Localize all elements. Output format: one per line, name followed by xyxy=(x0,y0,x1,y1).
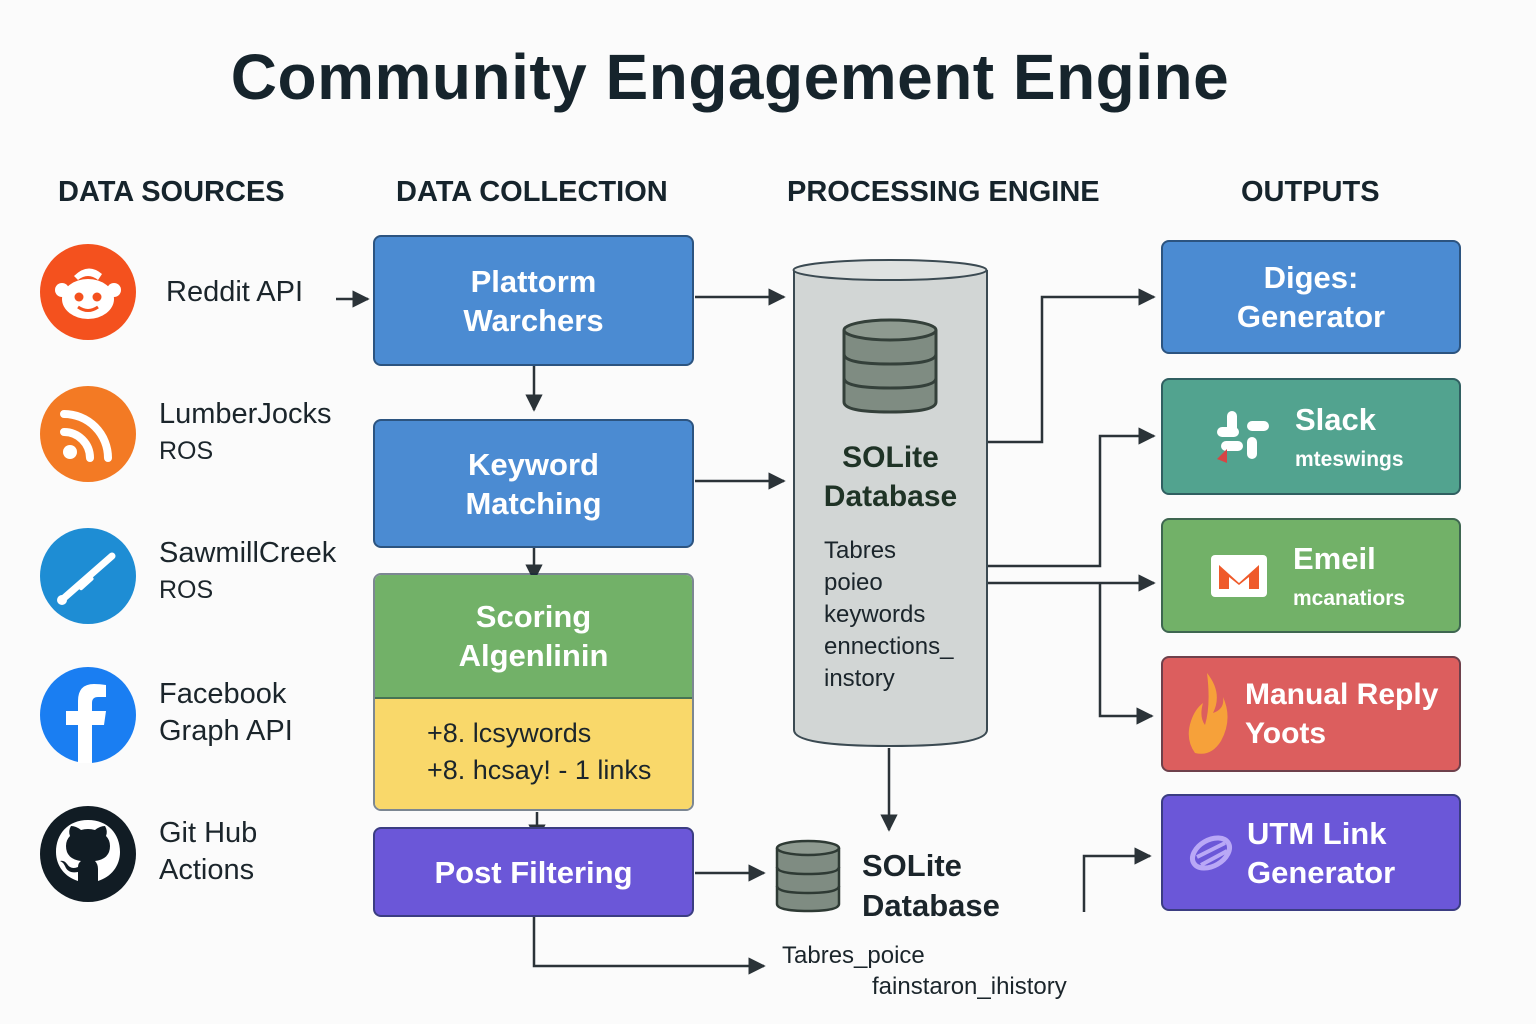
arrow-database-to-manual-reply xyxy=(1098,583,1154,725)
email-subtitle: mcanatiors xyxy=(1293,587,1406,610)
post-filtering-box: Post Filtering xyxy=(373,827,694,917)
database-2-label: SOLite Database xyxy=(862,846,1000,926)
scoring-line1: Scoring xyxy=(475,599,592,634)
database-table-3: keywords xyxy=(824,601,926,628)
keyword-matching-box: Keyword Matching xyxy=(373,419,694,548)
slack-subtitle: mteswings xyxy=(1295,448,1404,471)
database-small-icon xyxy=(774,838,842,914)
database-label-line1: SOLite xyxy=(842,441,939,474)
scoring-header: Scoring Algenlinin xyxy=(375,575,692,699)
saw-icon xyxy=(40,528,136,624)
scoring-rule-1: +8. lcsywords xyxy=(427,718,592,748)
post-filtering-label: Post Filtering xyxy=(434,854,633,890)
database-tables-list: Tabres poieo keywords ennections_ instor… xyxy=(824,535,953,695)
scoring-algorithm-box: Scoring Algenlinin +8. lcsywords +8. hcs… xyxy=(373,573,694,811)
database-label-line2: Database xyxy=(823,480,958,513)
source-facebook-line1: Facebook xyxy=(159,678,287,710)
source-github-line1: Git Hub xyxy=(159,817,258,849)
platform-watchers-box: Plattorm Warchers xyxy=(373,235,694,366)
email-title: Emeil xyxy=(1293,541,1376,576)
database-table-5: instory xyxy=(824,665,895,692)
database-2-tables-line2: fainstaron_ihistory xyxy=(872,973,1067,1000)
diagram-title: Community Engagement Engine xyxy=(230,41,1230,113)
utm-link-generator-box: UTM Link Generator xyxy=(1161,794,1461,911)
column-header-processing-engine: PROCESSING ENGINE xyxy=(787,176,1100,208)
source-sawmillcreek-line1: SawmillCreek xyxy=(159,537,337,569)
digest-generator-box: Diges: Generator xyxy=(1161,240,1461,354)
manual-reply-line1: Manual Reply xyxy=(1245,678,1439,711)
scoring-rule-2: +8. hcsay! - 1 links xyxy=(427,755,652,785)
slack-title: Slack xyxy=(1295,402,1377,437)
platform-watchers-line1: Plattorm xyxy=(470,263,597,299)
scoring-rules: +8. lcsywords +8. hcsay! - 1 links xyxy=(375,699,692,809)
arrow-database-to-digest xyxy=(988,288,1156,444)
source-label-facebook: Facebook Graph API xyxy=(159,676,293,750)
source-sawmillcreek-line2: ROS xyxy=(159,576,214,604)
keyword-matching-line1: Keyword xyxy=(468,446,599,482)
flame-icon xyxy=(1183,669,1229,759)
scoring-line2: Algenlinin xyxy=(458,638,609,673)
database-table-4: ennections_ xyxy=(824,633,954,660)
slack-output-box: Slack mteswings xyxy=(1161,378,1461,495)
utm-line1: UTM Link xyxy=(1247,815,1387,851)
source-facebook-line2: Graph API xyxy=(159,715,293,747)
source-label-sawmillcreek: SawmillCreek ROS xyxy=(159,535,336,609)
link-icon xyxy=(1187,829,1235,877)
database-table-2: poieo xyxy=(824,569,883,596)
slack-icon xyxy=(1213,407,1273,467)
github-icon xyxy=(40,806,136,902)
database-2-tables-line1: Tabres_poice xyxy=(782,942,925,969)
digest-line1: Diges: xyxy=(1263,260,1359,295)
email-icon xyxy=(1209,553,1269,599)
manual-reply-box: Manual Reply Yoots xyxy=(1161,656,1461,772)
arrow-to-utm-generator xyxy=(1082,847,1152,912)
column-header-outputs: OUTPUTS xyxy=(1241,176,1380,208)
reddit-icon xyxy=(40,244,136,340)
manual-reply-line2: Yoots xyxy=(1245,717,1327,750)
platform-watchers-line2: Warchers xyxy=(463,302,604,338)
source-github-line2: Actions xyxy=(159,854,255,886)
keyword-matching-line2: Matching xyxy=(465,485,602,521)
source-reddit-line1: Reddit API xyxy=(166,276,304,308)
database-2-line2: Database xyxy=(862,888,1000,923)
utm-line2: Generator xyxy=(1247,854,1396,890)
arrow-database-to-slack xyxy=(988,427,1156,568)
source-lumberjocks-line1: LumberJocks xyxy=(159,398,332,430)
rss-icon xyxy=(40,386,136,482)
facebook-icon xyxy=(40,667,136,763)
email-output-box: Emeil mcanatiors xyxy=(1161,518,1461,633)
source-label-reddit: Reddit API xyxy=(166,274,303,311)
database-table-1: Tabres xyxy=(824,537,897,564)
source-label-lumberjocks: LumberJocks ROS xyxy=(159,396,331,470)
source-lumberjocks-line2: ROS xyxy=(159,437,214,465)
column-header-data-sources: DATA SOURCES xyxy=(58,176,285,208)
digest-line2: Generator xyxy=(1236,299,1386,334)
source-label-github: Git Hub Actions xyxy=(159,815,257,889)
arrow-filtering-to-tables xyxy=(532,917,766,975)
database-icon xyxy=(840,318,940,414)
database-2-line1: SOLite xyxy=(862,848,962,883)
database-label: SOLite Database xyxy=(794,438,987,516)
column-header-data-collection: DATA COLLECTION xyxy=(396,176,668,208)
